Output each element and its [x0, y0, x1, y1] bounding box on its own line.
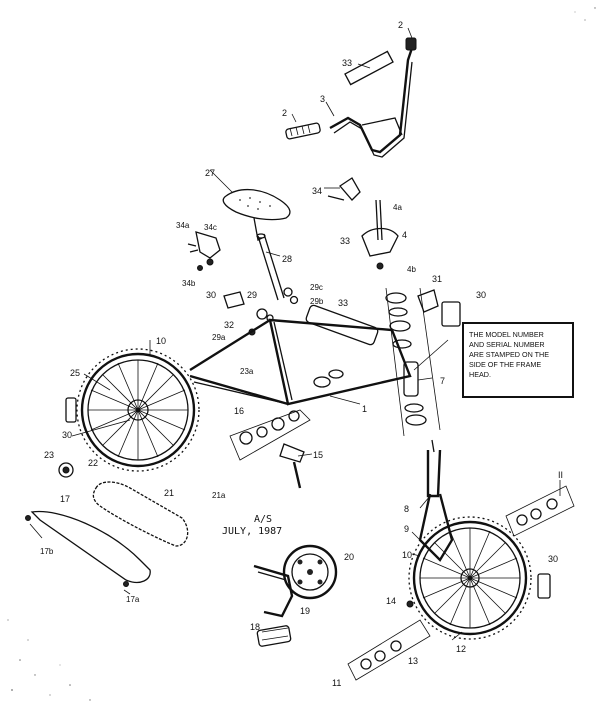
seat-hardware [223, 287, 299, 336]
headset-stack [385, 287, 441, 437]
seat-post [256, 233, 285, 301]
callout-17b: 17b [40, 547, 54, 556]
handlebar [329, 37, 417, 158]
callout-10: 10 [156, 336, 166, 346]
callout-19: 19 [300, 606, 310, 616]
scan-noise [7, 7, 596, 701]
front-wheel [408, 516, 532, 640]
kickstand [279, 443, 305, 489]
callout-29: 29 [247, 290, 257, 300]
callout-29c: 29c [310, 283, 323, 292]
stamp-line-1: A/S [254, 514, 272, 525]
crank [253, 564, 294, 618]
chainwheel [282, 544, 338, 600]
callout-20: 20 [344, 552, 354, 562]
callout-30: 30 [476, 290, 486, 300]
callout-34c: 34c [204, 223, 217, 232]
brake-parts [327, 177, 399, 270]
callout-21: 21 [164, 488, 174, 498]
front-reflector [537, 573, 551, 599]
front-fork [418, 439, 454, 562]
seat-clamp-parts [187, 231, 221, 271]
callout-II: II [558, 470, 563, 480]
callout-3: 3 [320, 94, 325, 104]
callout-30: 30 [62, 430, 72, 440]
seat [222, 189, 291, 241]
callout-32: 32 [224, 320, 234, 330]
callout-28: 28 [282, 254, 292, 264]
rear-sprocket [58, 462, 74, 478]
callout-21a: 21a [212, 491, 226, 500]
serial-number-note: THE MODEL NUMBER AND SERIAL NUMBER ARE S… [462, 322, 574, 398]
callout-15: 15 [313, 450, 323, 460]
callout-33: 33 [342, 58, 352, 68]
callout-34b: 34b [182, 279, 196, 288]
pedal [256, 625, 292, 647]
callout-23: 23 [44, 450, 54, 460]
frame [189, 304, 412, 406]
note-line: THE MODEL NUMBER [469, 330, 544, 339]
callout-33: 33 [340, 236, 350, 246]
callout-27: 27 [205, 168, 215, 178]
handlebar-grip [285, 122, 321, 140]
callout-30: 30 [206, 290, 216, 300]
rear-wheel [76, 348, 200, 472]
callout-30: 30 [548, 554, 558, 564]
front-axle-parts [347, 485, 575, 681]
bracket-reflector [417, 289, 461, 327]
callout-13: 13 [408, 656, 418, 666]
callout-33: 33 [338, 298, 348, 308]
callout-4b: 4b [407, 265, 416, 274]
callout-2: 2 [282, 108, 287, 118]
callout-1: 1 [362, 404, 367, 414]
callout-31: 31 [432, 274, 442, 284]
callout-2: 2 [398, 20, 403, 30]
callout-14: 14 [386, 596, 396, 606]
callout-17a: 17a [126, 595, 140, 604]
callout-7: 7 [440, 376, 445, 386]
callout-23a: 23a [240, 367, 254, 376]
wheel-reflector [65, 397, 77, 423]
callout-34a: 34a [176, 221, 190, 230]
callout-25: 25 [70, 368, 80, 378]
stamp-line-2: JULY, 1987 [222, 526, 282, 537]
chain [92, 481, 189, 547]
callout-4: 4 [402, 230, 407, 240]
callout-29b: 29b [310, 297, 324, 306]
note-line: AND SERIAL NUMBER [469, 340, 545, 349]
callout-10: 10 [402, 550, 412, 560]
callout-17: 17 [60, 494, 70, 504]
callout-22: 22 [88, 458, 98, 468]
callout-8: 8 [404, 504, 409, 514]
callout-16: 16 [234, 406, 244, 416]
note-line: SIDE OF THE FRAME [469, 360, 542, 369]
callout-4a: 4a [393, 203, 402, 212]
date-stamp: A/S JULY, 1987 [222, 514, 282, 537]
callout-29a: 29a [212, 333, 226, 342]
callout-12: 12 [456, 644, 466, 654]
callout-34: 34 [312, 186, 322, 196]
note-line: ARE STAMPED ON THE [469, 350, 550, 359]
callouts: 2 33 3 2 27 34 4a 34a 34c 33 4 28 4b 34b… [40, 20, 563, 688]
callout-18: 18 [250, 622, 260, 632]
leader-lines [29, 27, 561, 641]
callout-11: 11 [332, 678, 341, 688]
chain-guard [25, 510, 151, 587]
note-line: HEAD. [469, 370, 491, 379]
callout-9: 9 [404, 524, 409, 534]
bottom-bracket-parts [229, 369, 344, 461]
